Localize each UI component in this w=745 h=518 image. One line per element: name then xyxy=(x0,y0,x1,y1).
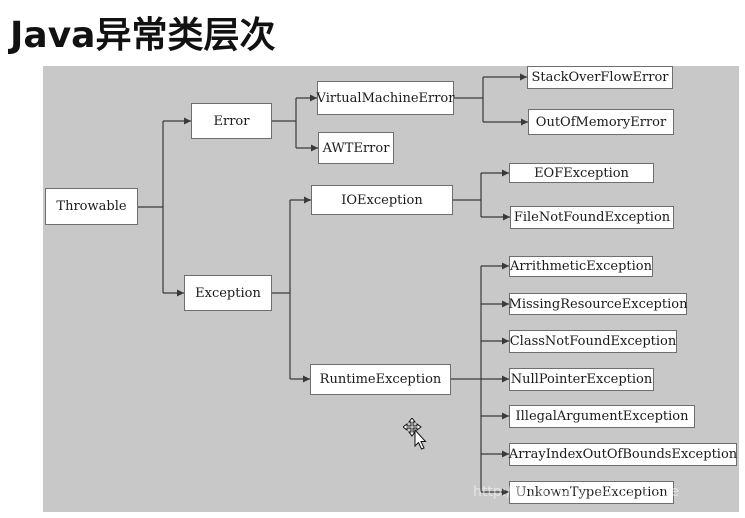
node-throwable: Throwable xyxy=(45,188,138,225)
watermark: http://blog.csdn.net/qq_blade xyxy=(473,484,680,500)
diagram-panel: Throwable Error Exception VirtualMachine… xyxy=(43,66,739,512)
node-class-not-found-exception: ClassNotFoundException xyxy=(509,330,677,353)
node-exception: Exception xyxy=(184,275,272,311)
node-illegal-argument-exception: IllegalArgumentException xyxy=(509,405,695,428)
node-file-not-found-exception: FileNotFoundException xyxy=(510,206,674,229)
node-error: Error xyxy=(191,103,272,139)
node-stack-overflow-error: StackOverFlowError xyxy=(527,66,673,89)
node-io-exception: IOException xyxy=(311,185,453,215)
page-title: Java异常类层次 xyxy=(10,15,276,56)
node-missing-resource-exception: MissingResourceException xyxy=(509,293,687,315)
node-virtual-machine-error: VirtualMachineError xyxy=(317,81,454,115)
node-eof-exception: EOFException xyxy=(509,163,654,183)
connector-lines xyxy=(138,73,528,496)
node-runtime-exception: RuntimeException xyxy=(310,364,451,395)
node-null-pointer-exception: NullPointerException xyxy=(509,368,654,391)
node-out-of-memory-error: OutOfMemoryError xyxy=(528,109,674,135)
node-arithmetic-exception: ArrithmeticException xyxy=(509,256,653,277)
node-array-index-out-of-bounds-exception: ArrayIndexOutOfBoundsException xyxy=(509,443,737,466)
node-unknown-type-exception: UnkownTypeException xyxy=(509,481,674,504)
node-awt-error: AWTError xyxy=(318,132,394,164)
